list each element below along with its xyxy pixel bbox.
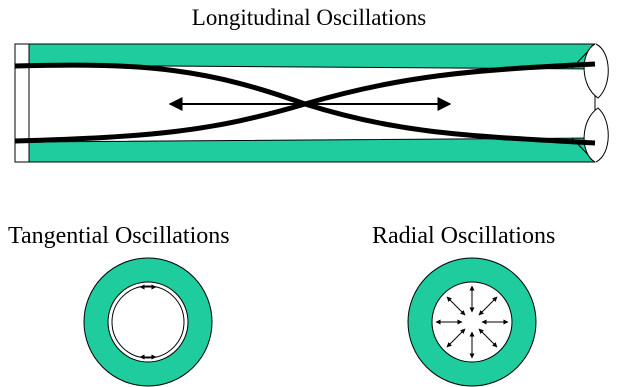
vessel-longitudinal bbox=[14, 43, 609, 163]
vessel-radial bbox=[407, 257, 537, 387]
wave-crest-top bbox=[583, 43, 609, 99]
longitudinal-oscillations-title: Longitudinal Oscillations bbox=[191, 5, 427, 30]
wave-crest-bottom bbox=[583, 107, 609, 163]
vessel-tangential bbox=[83, 257, 213, 387]
radial-arrows bbox=[435, 285, 509, 359]
tangential-oscillations-title: Tangential Oscillations bbox=[8, 223, 230, 249]
radial-oscillations-title: Radial Oscillations bbox=[372, 223, 556, 249]
vessel-wall-bottom bbox=[28, 137, 596, 163]
